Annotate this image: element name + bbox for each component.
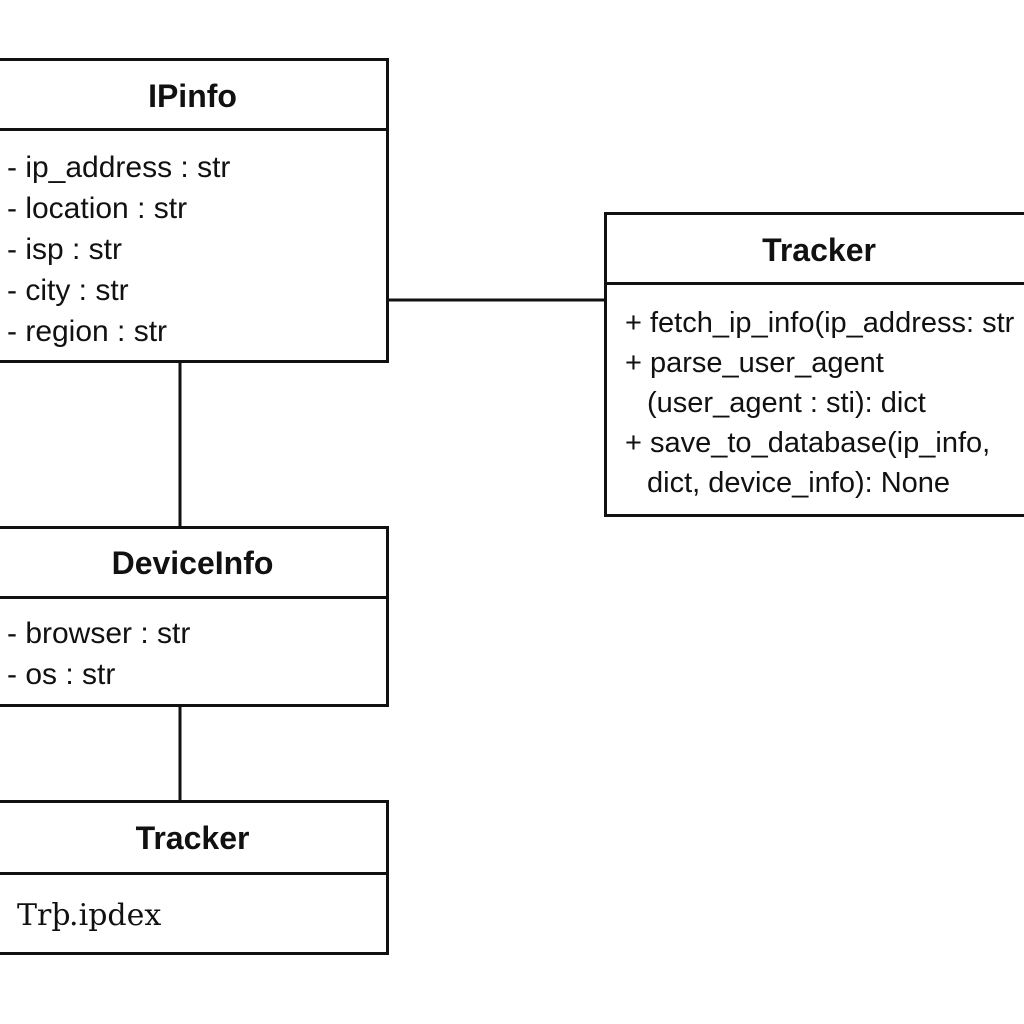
- attribute-city: - city : str: [7, 274, 129, 307]
- class-box-tracker-secondary: Tracker Trþ.ipdex: [0, 800, 389, 955]
- method-fetch-ip-info: + fetch_ip_info(ip_address: str: [625, 307, 1015, 339]
- attribute-region: - region : str: [7, 315, 168, 348]
- class-body-tracker-secondary: Trþ.ipdex: [0, 875, 386, 936]
- class-name-tracker-secondary: Tracker: [0, 803, 386, 875]
- method-parse-user-agent: + parse_user_agent: [625, 347, 884, 379]
- class-box-tracker: Tracker + fetch_ip_info(ip_address: str …: [604, 212, 1024, 517]
- class-name-deviceinfo: DeviceInfo: [0, 529, 386, 599]
- method-parse-user-agent-params: (user_agent : sti): dict: [647, 387, 926, 419]
- attribute-ip-address: - ip_address : str: [7, 151, 231, 184]
- class-box-deviceinfo: DeviceInfo - browser : str - os : str: [0, 526, 389, 707]
- class-name-tracker: Tracker: [607, 215, 1024, 285]
- method-save-to-database-params: dict, device_info): None: [647, 467, 951, 499]
- class-name-ipinfo: IPinfo: [0, 61, 386, 131]
- methods-tracker: + fetch_ip_info(ip_address: str + parse_…: [607, 285, 1024, 503]
- class-box-ipinfo: IPinfo - ip_address : str - location : s…: [0, 58, 389, 363]
- attributes-deviceinfo: - browser : str - os : str: [0, 599, 386, 695]
- attribute-location: - location : str: [7, 192, 188, 225]
- attributes-ipinfo: - ip_address : str - location : str - is…: [0, 131, 386, 352]
- method-save-to-database: + save_to_database(ip_info,: [625, 427, 991, 459]
- attribute-os: - os : str: [7, 658, 116, 691]
- attribute-isp: - isp : str: [7, 233, 123, 266]
- garbled-text: Trþ.ipdex: [17, 898, 162, 933]
- attribute-browser: - browser : str: [7, 617, 191, 650]
